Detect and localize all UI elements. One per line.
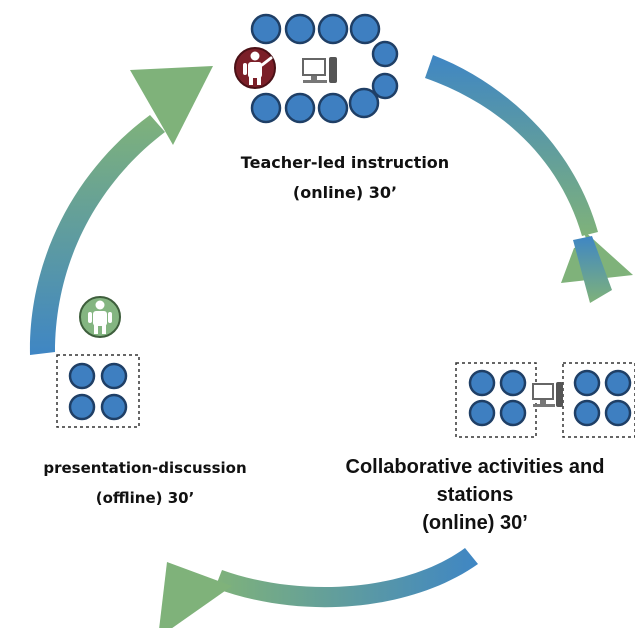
student-circle-icon [100,393,128,421]
presenter-person-icon [79,296,121,338]
student-circle-icon [468,399,496,427]
student-circle-icon [349,13,381,45]
student-circle-icon [100,362,128,390]
student-circle-icon [468,369,496,397]
collaborative-duration: (online) 30’ [422,512,528,534]
teacher-led-label: Teacher-led instruction (online) 30’ [230,148,460,208]
computer-icon [302,57,337,83]
cycle-arrow-bottom [159,548,478,628]
collaborative-group [455,362,635,438]
student-circle-icon [573,369,601,397]
presentation-group [56,296,140,428]
student-circle-icon [250,92,282,124]
student-circle-icon [284,92,316,124]
presentation-title: presentation-discussion [43,459,247,477]
teacher-led-title: Teacher-led instruction [240,153,450,172]
cycle-arrow-left [29,66,213,355]
student-circle-icon [317,13,349,45]
student-circle-icon [250,13,282,45]
teacher-led-group [234,13,399,124]
collaborative-label: Collaborative activities and stations (o… [310,453,635,537]
collaborative-title-line2: stations [436,484,514,506]
group-box [56,354,140,428]
student-circle-icon [604,399,632,427]
cycle-arrow-right [425,55,633,303]
teacher-person-icon [234,47,276,89]
student-circles-top-row [250,13,399,100]
presentation-label: presentation-discussion (offline) 30’ [20,453,270,513]
computer-icon [532,382,563,407]
student-circle-icon [371,72,399,100]
student-circle-icon [68,362,96,390]
student-circle-icon [348,87,380,119]
student-circle-icon [499,399,527,427]
student-circle-icon [317,92,349,124]
presentation-duration: (offline) 30’ [95,489,195,507]
station-box-left [455,362,537,438]
student-circle-icon [499,369,527,397]
collaborative-title-line1: Collaborative activities and [345,456,605,478]
student-circle-icon [284,13,316,45]
student-circle-icon [604,369,632,397]
teacher-led-duration: (online) 30’ [292,183,398,202]
student-circle-icon [68,393,96,421]
student-circles-bottom-row [250,87,380,124]
student-circle-icon [573,399,601,427]
student-circle-icon [371,40,399,68]
